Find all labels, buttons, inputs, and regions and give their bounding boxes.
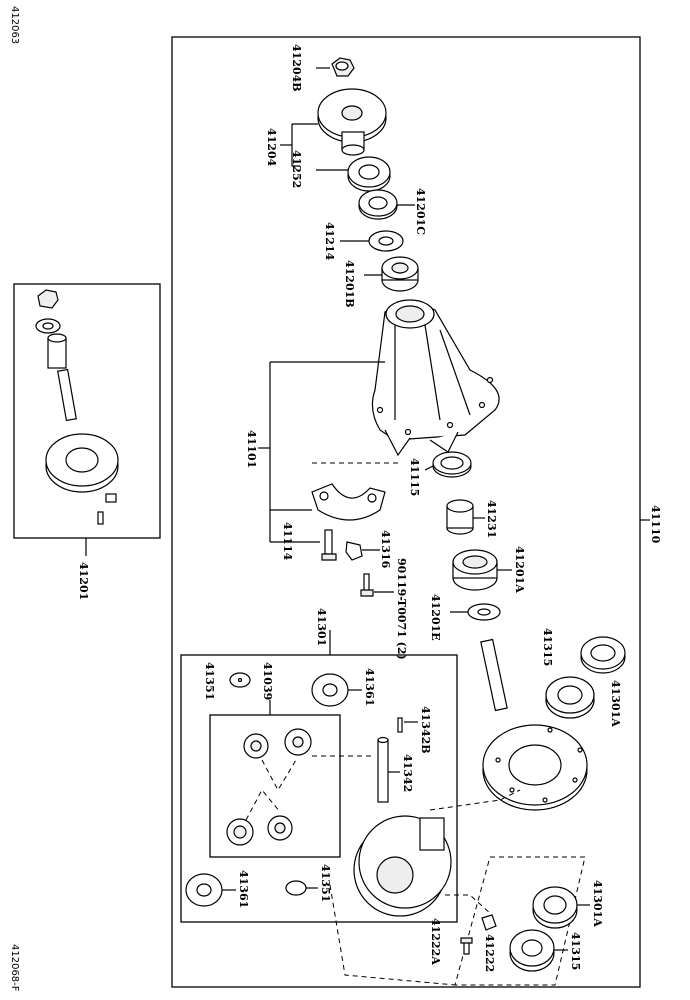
label-41315-upper: 41315 bbox=[541, 628, 554, 666]
flange-41204-icon bbox=[317, 88, 387, 156]
label-41342: 41342 bbox=[401, 754, 414, 792]
label-41214: 41214 bbox=[323, 222, 336, 261]
washer-41201E-icon bbox=[467, 603, 501, 621]
oil-seal-41252-icon bbox=[347, 156, 391, 192]
adjusting-nut-41315-lower-icon bbox=[509, 929, 555, 972]
thrust-washer-41351-lower-icon bbox=[285, 880, 307, 896]
pinion-gear-kit-box bbox=[209, 714, 341, 858]
side-bearing-41301A-icon bbox=[545, 676, 595, 719]
bolt-90119-icon bbox=[360, 573, 374, 597]
label-90119: 90119-T0071 (2) bbox=[395, 558, 408, 660]
side-gear-upper-icon bbox=[243, 733, 269, 759]
pin-41342B-icon bbox=[397, 717, 403, 733]
diagram-code-bottom: 412068-F bbox=[9, 944, 20, 992]
cap-bolt-icon bbox=[321, 529, 337, 561]
thrust-washer-41361-icon bbox=[311, 673, 349, 707]
spacer-41231-icon bbox=[446, 499, 474, 535]
label-41351-upper: 41351 bbox=[203, 662, 216, 700]
label-41361-upper: 41361 bbox=[363, 668, 376, 706]
lock-plate-41316-icon bbox=[345, 541, 363, 561]
inset-frame-41201 bbox=[13, 283, 161, 539]
differential-case-icon bbox=[353, 815, 452, 917]
label-41342B: 41342B bbox=[419, 706, 432, 754]
label-41222A: 41222A bbox=[429, 918, 442, 965]
label-41201E: 41201E bbox=[429, 594, 442, 641]
label-41361-lower: 41361 bbox=[237, 870, 250, 908]
assembly-frame-41110 bbox=[171, 36, 641, 988]
label-41201: 41201 bbox=[77, 562, 90, 600]
lock-plate-41222-icon bbox=[481, 914, 497, 931]
label-41252: 41252 bbox=[290, 150, 303, 188]
thrust-washer-41361-lower-icon bbox=[185, 873, 223, 907]
label-41039: 41039 bbox=[261, 662, 274, 700]
label-41351-lower: 41351 bbox=[319, 864, 332, 902]
label-41201B: 41201B bbox=[343, 260, 356, 308]
label-41231: 41231 bbox=[485, 500, 498, 538]
label-41201C: 41201C bbox=[414, 188, 427, 235]
label-41315-lower: 41315 bbox=[569, 932, 582, 970]
washer-41214-icon bbox=[368, 230, 404, 252]
ring-gear-pinion-icon bbox=[480, 638, 588, 811]
label-41110: 41110 bbox=[649, 505, 662, 544]
bearing-41201A-icon bbox=[452, 549, 498, 591]
side-gear-lower-icon bbox=[226, 818, 254, 846]
pinion-shaft-41342-icon bbox=[377, 736, 389, 803]
bearing-41201B-icon bbox=[381, 256, 419, 292]
label-41201A: 41201A bbox=[513, 546, 526, 593]
thrust-washer-41351-icon bbox=[229, 672, 251, 688]
pinion-gear-lower-icon bbox=[267, 815, 293, 841]
label-41101: 41101 bbox=[245, 430, 258, 468]
bearing-cap-41114-icon bbox=[311, 483, 386, 521]
label-41204: 41204 bbox=[265, 128, 278, 167]
diagram-code-top: 412063 bbox=[9, 6, 20, 44]
label-41115: 41115 bbox=[408, 458, 421, 496]
label-41222: 41222 bbox=[483, 934, 496, 972]
label-41114: 41114 bbox=[281, 522, 294, 561]
side-bearing-41301A-lower-icon bbox=[532, 886, 578, 929]
bolt-41222A-icon bbox=[460, 937, 473, 955]
bearing-race-41201C-icon bbox=[358, 189, 398, 220]
inset-pinion-assembly-icon bbox=[35, 289, 119, 525]
label-41301: 41301 bbox=[315, 608, 328, 646]
bearing-race-41115-icon bbox=[432, 451, 472, 478]
label-41301A-lower: 41301A bbox=[591, 880, 604, 927]
label-41204B: 41204B bbox=[290, 44, 303, 92]
adjusting-nut-41315-icon bbox=[580, 636, 626, 674]
pinion-gear-upper-icon bbox=[284, 728, 312, 756]
differential-case-box bbox=[180, 654, 458, 923]
label-41316: 41316 bbox=[379, 530, 392, 569]
carrier-housing-41101-icon bbox=[371, 299, 500, 457]
label-41301A-upper: 41301A bbox=[609, 680, 622, 727]
nut-41204B-icon bbox=[331, 57, 355, 77]
